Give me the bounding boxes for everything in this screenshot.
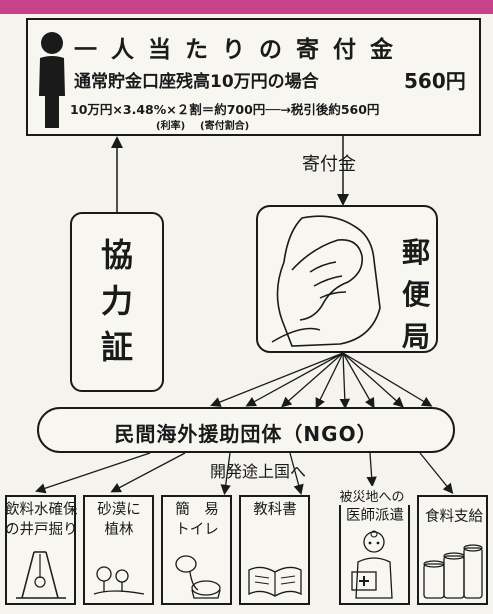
donation-flow-label: 寄付金: [302, 154, 356, 175]
tree-planting-icon: [93, 566, 145, 595]
top-color-band: [0, 0, 493, 14]
page-title: 一人当たりの寄付金: [74, 37, 407, 63]
toilet-icon: [175, 555, 221, 599]
food-supply-box: [417, 495, 488, 605]
doctor-dispatch-label-line2: 医師派遣: [346, 508, 404, 524]
simple-toilet-label: 簡 易トイレ: [175, 502, 219, 538]
handshake-icon: [271, 215, 381, 347]
tree-planting-box: [83, 495, 154, 605]
balance-condition: 通常貯金口座残高10万円の場合: [74, 72, 319, 92]
food-cans-icon: [423, 544, 483, 599]
doctor-dispatch-label-line1: 被災地への: [333, 486, 411, 505]
cooperation-certificate-box: [70, 212, 164, 392]
rate-note: (利率): [156, 121, 186, 132]
food-supply-label: 食料支給: [425, 509, 483, 525]
calculation-formula: 10万円×3.48%×２割＝約700円──→税引後約560円: [70, 102, 380, 117]
post-office-box: [256, 205, 438, 353]
share-note: (寄付割合): [200, 121, 250, 132]
developing-countries-label: 開発途上国へ: [210, 462, 307, 481]
doctor-dispatch-box: [339, 495, 410, 605]
ngo-box: [37, 407, 455, 453]
book-icon: [248, 566, 302, 597]
person-icon: [39, 32, 65, 128]
doctor-icon: [351, 530, 393, 599]
tree-planting-label: 砂漠に植林: [97, 502, 141, 538]
donation-amount: 560円: [404, 69, 466, 93]
well-icon: [16, 551, 66, 599]
donation-per-person-box: [26, 18, 481, 136]
cooperation-certificate-label: 協 力 証: [100, 236, 133, 366]
well-digging-label: 飲料水確保の井戸掘り: [5, 502, 78, 538]
post-office-label: 郵 便 局: [401, 236, 430, 353]
textbook-label: 教科書: [253, 502, 297, 518]
ngo-label: 民間海外援助団体（NGO）: [114, 422, 378, 446]
